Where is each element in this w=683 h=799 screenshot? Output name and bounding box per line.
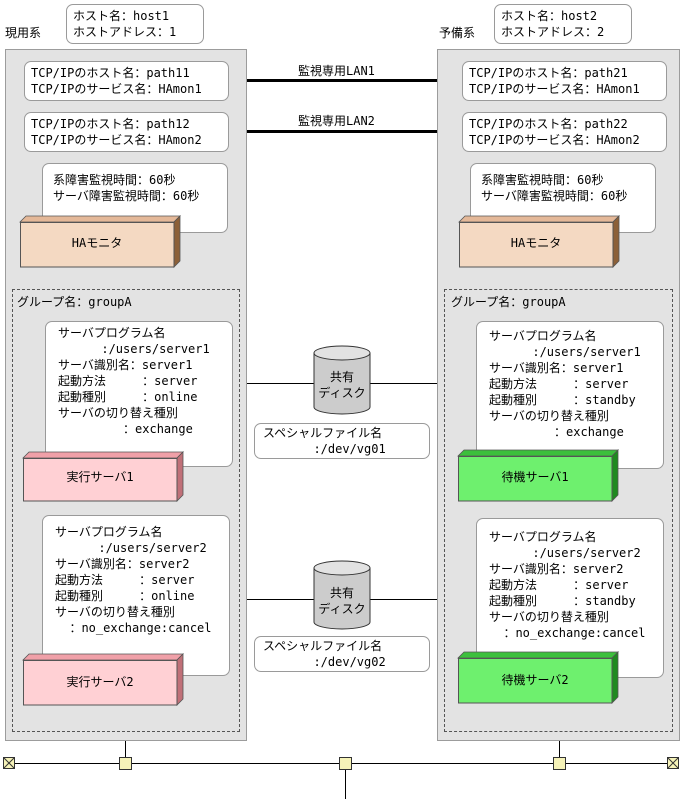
standby-bus-drop bbox=[559, 741, 560, 763]
standby-server2-line: ：no_exchange:cancel bbox=[489, 626, 646, 640]
standby-lan1-host: TCP/IPのホスト名：path21 bbox=[469, 66, 628, 80]
bus-terminator-right-icon bbox=[667, 757, 679, 769]
lan1-label: 監視専用LAN1 bbox=[298, 64, 375, 78]
standby-server1-label: 待機サーバ1 bbox=[501, 470, 569, 484]
shared-disk2-icon bbox=[313, 560, 371, 630]
standby-bus-node bbox=[553, 757, 566, 770]
shared-disk2-label-line: ディスク bbox=[318, 602, 366, 616]
primary-active-server1-label: 実行サーバ1 bbox=[66, 470, 134, 484]
standby-ha-monitor-label: HAモニタ bbox=[510, 236, 562, 250]
disk1-special-file: スペシャルファイル名 :/dev/vg01 bbox=[254, 423, 430, 459]
primary-ha-monitor-label: HAモニタ bbox=[71, 236, 123, 250]
standby-system-label: 予備系 bbox=[439, 26, 476, 40]
disk1-special-file-line: スペシャルファイル名 bbox=[263, 426, 383, 440]
primary-server1-line: サーバの切り替え種別 bbox=[58, 406, 178, 420]
standby-server2-line: 起動方法 ：server bbox=[489, 578, 629, 592]
primary-server2-line: サーバプログラム名 bbox=[55, 525, 163, 539]
primary-group-label: グループ名：groupA bbox=[17, 295, 132, 309]
primary-lan1-config: TCP/IPのホスト名：path11 TCP/IPのサービス名：HAmon1 bbox=[24, 61, 229, 101]
primary-bus-node bbox=[119, 757, 132, 770]
primary-server2-line: :/users/server2 bbox=[55, 541, 207, 555]
lan1-line bbox=[247, 79, 437, 82]
primary-server2-line: 起動種別 ：online bbox=[55, 589, 195, 603]
primary-host-info: ホスト名：host1 ホストアドレス：1 bbox=[66, 4, 204, 44]
shared-disk1-label-line: ディスク bbox=[318, 386, 366, 400]
bus-center-drop bbox=[345, 764, 346, 799]
primary-server2-config: サーバプログラム名 :/users/server2 サーバ識別名：server2… bbox=[42, 515, 230, 676]
primary-server-timer: サーバ障害監視時間：60秒 bbox=[53, 189, 200, 203]
disk2-special-file-line: :/dev/vg02 bbox=[299, 655, 386, 669]
standby-lan2-config: TCP/IPのホスト名：path22 TCP/IPのサービス名：HAmon2 bbox=[462, 112, 667, 152]
shared-disk2-label-line: 共有 bbox=[329, 586, 354, 600]
standby-lan1-service: TCP/IPのサービス名：HAmon1 bbox=[469, 82, 640, 96]
shared-disk1-icon bbox=[313, 345, 371, 415]
standby-lan1-config: TCP/IPのホスト名：path21 TCP/IPのサービス名：HAmon1 bbox=[462, 61, 667, 101]
standby-server2-line: サーバの切り替え種別 bbox=[489, 610, 609, 624]
primary-server2-line: サーバの切り替え種別 bbox=[55, 605, 175, 619]
primary-host-name: ホスト名：host1 bbox=[73, 9, 170, 23]
standby-server2-config: サーバプログラム名 :/users/server2 サーバ識別名：server2… bbox=[476, 518, 664, 678]
standby-host-name: ホスト名：host2 bbox=[501, 9, 598, 23]
standby-group-label: グループ名：groupA bbox=[451, 295, 566, 309]
disk1-special-file-line: :/dev/vg01 bbox=[299, 442, 386, 456]
standby-server2-label: 待機サーバ2 bbox=[501, 673, 569, 687]
standby-server2-line: サーバ識別名：server2 bbox=[489, 562, 624, 576]
primary-lan1-host: TCP/IPのホスト名：path11 bbox=[31, 66, 190, 80]
primary-ha-monitor bbox=[19, 215, 181, 268]
shared-disk1-label-line: 共有 bbox=[329, 370, 354, 384]
standby-host-address: ホストアドレス：2 bbox=[501, 25, 605, 39]
standby-server1-line: サーバ識別名：server1 bbox=[489, 361, 624, 375]
primary-system-label: 現用系 bbox=[5, 26, 42, 40]
standby-server1-box bbox=[457, 449, 619, 502]
primary-server1-line: 起動方法 ：server bbox=[58, 374, 198, 388]
standby-server1-line: 起動種別 ：standby bbox=[489, 393, 636, 407]
standby-server1-line: ：exchange bbox=[489, 425, 624, 439]
primary-system-timer: 系障害監視時間：60秒 bbox=[53, 173, 176, 187]
standby-server2-line: :/users/server2 bbox=[489, 546, 641, 560]
primary-lan2-host: TCP/IPのホスト名：path12 bbox=[31, 117, 190, 131]
primary-server1-line: サーバ識別名：server1 bbox=[58, 358, 193, 372]
standby-lan2-service: TCP/IPのサービス名：HAmon2 bbox=[469, 133, 640, 147]
primary-lan2-service: TCP/IPのサービス名：HAmon2 bbox=[31, 133, 202, 147]
center-bus-node bbox=[339, 757, 352, 770]
primary-active-server2-label: 実行サーバ2 bbox=[66, 675, 134, 689]
standby-server1-line: :/users/server1 bbox=[489, 345, 641, 359]
primary-server2-line: ：no_exchange:cancel bbox=[55, 621, 212, 635]
standby-ha-monitor bbox=[458, 215, 620, 268]
disk2-special-file-line: スペシャルファイル名 bbox=[263, 639, 383, 653]
primary-host-address: ホストアドレス：1 bbox=[73, 25, 177, 39]
primary-group bbox=[12, 289, 240, 732]
standby-server2-box bbox=[457, 651, 619, 704]
standby-server1-line: サーバプログラム名 bbox=[489, 329, 597, 343]
lan2-line bbox=[247, 130, 437, 133]
standby-lan2-host: TCP/IPのホスト名：path22 bbox=[469, 117, 628, 131]
primary-server1-line: ：exchange bbox=[58, 422, 193, 436]
disk2-special-file: スペシャルファイル名 :/dev/vg02 bbox=[254, 636, 430, 672]
standby-host-info: ホスト名：host2 ホストアドレス：2 bbox=[494, 4, 632, 44]
primary-server2-line: 起動方法 ：server bbox=[55, 573, 195, 587]
primary-lan2-config: TCP/IPのホスト名：path12 TCP/IPのサービス名：HAmon2 bbox=[24, 112, 229, 152]
primary-server2-line: サーバ識別名：server2 bbox=[55, 557, 190, 571]
standby-server2-line: サーバプログラム名 bbox=[489, 530, 597, 544]
standby-server1-line: 起動方法 ：server bbox=[489, 377, 629, 391]
primary-server1-line: 起動種別 ：online bbox=[58, 390, 198, 404]
bus-terminator-left-icon bbox=[3, 757, 15, 769]
primary-lan1-service: TCP/IPのサービス名：HAmon1 bbox=[31, 82, 202, 96]
standby-server-timer: サーバ障害監視時間：60秒 bbox=[481, 189, 628, 203]
standby-system-timer: 系障害監視時間：60秒 bbox=[481, 173, 604, 187]
lan2-label: 監視専用LAN2 bbox=[298, 114, 375, 128]
primary-bus-drop bbox=[125, 741, 126, 763]
primary-active-server2-box bbox=[22, 653, 184, 706]
primary-active-server1-box bbox=[22, 451, 184, 502]
standby-group bbox=[444, 289, 673, 732]
primary-server1-line: :/users/server1 bbox=[58, 342, 210, 356]
primary-server1-line: サーバプログラム名 bbox=[58, 326, 166, 340]
standby-server1-line: サーバの切り替え種別 bbox=[489, 409, 609, 423]
primary-server1-config: サーバプログラム名 :/users/server1 サーバ識別名：server1… bbox=[45, 321, 233, 467]
standby-server2-line: 起動種別 ：standby bbox=[489, 594, 636, 608]
standby-server1-config: サーバプログラム名 :/users/server1 サーバ識別名：server1… bbox=[476, 321, 664, 469]
